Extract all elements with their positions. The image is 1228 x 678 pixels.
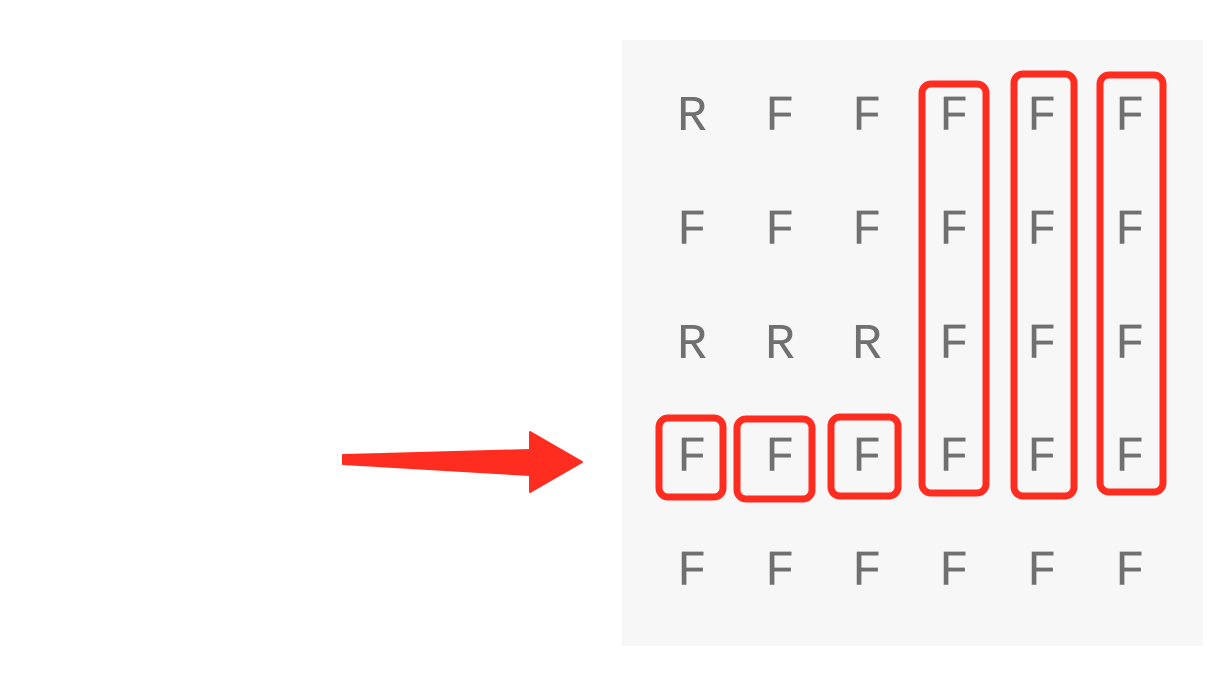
grid-cell-r2c5: F (1026, 203, 1057, 260)
right-arrow-icon (342, 431, 583, 493)
grid-cell-r3c4: F (938, 317, 969, 374)
grid-cell-r4c1: F (676, 430, 707, 487)
grid-cell-r2c3: F (851, 203, 882, 260)
grid-cell-r1c6: F (1114, 89, 1145, 146)
grid-cell-r5c6: F (1114, 544, 1145, 601)
grid-cell-r2c6: F (1114, 203, 1145, 260)
grid-cell-r4c5: F (1026, 430, 1057, 487)
grid-cell-r3c2: R (764, 317, 795, 374)
grid-cell-r1c4: F (938, 89, 969, 146)
grid-cell-r3c6: F (1114, 317, 1145, 374)
grid-cell-r4c3: F (851, 430, 882, 487)
grid-cell-r5c4: F (938, 544, 969, 601)
grid-cell-r1c1: R (676, 89, 707, 146)
grid-cell-r4c4: F (938, 430, 969, 487)
grid-cell-r5c1: F (676, 544, 707, 601)
grid-cell-r2c2: F (764, 203, 795, 260)
grid-cell-r2c4: F (938, 203, 969, 260)
grid-cell-r2c1: F (676, 203, 707, 260)
grid-cell-r3c3: R (851, 317, 882, 374)
grid-cell-r3c5: F (1026, 317, 1057, 374)
letter-grid-panel: R F F F F F F F F F F F R R R F F F F F … (622, 40, 1203, 646)
grid-cell-r4c2: F (764, 430, 795, 487)
grid-cell-r1c3: F (851, 89, 882, 146)
grid-cell-r5c5: F (1026, 544, 1057, 601)
grid-cell-r5c2: F (764, 544, 795, 601)
grid-cell-r1c2: F (764, 89, 795, 146)
grid-cell-r4c6: F (1114, 430, 1145, 487)
grid-cell-r3c1: R (676, 317, 707, 374)
grid-cell-r1c5: F (1026, 89, 1057, 146)
grid-cell-r5c3: F (851, 544, 882, 601)
